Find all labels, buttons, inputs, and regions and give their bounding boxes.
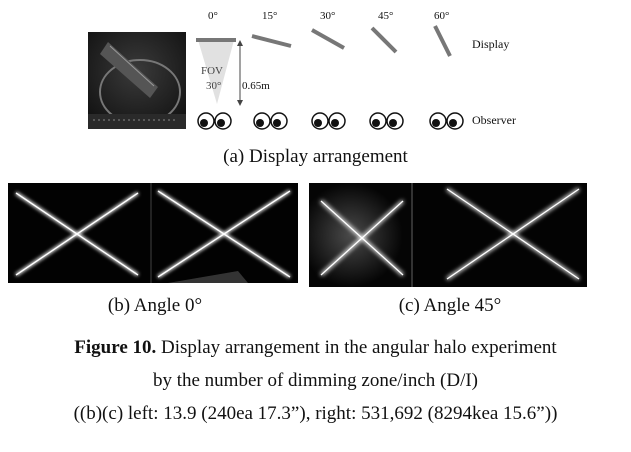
display-45deg: [370, 26, 398, 54]
halo-photo-angle-45: [309, 183, 587, 287]
eye-pair-icon: [197, 112, 232, 130]
subcaption-a: (a) Display arrangement: [223, 146, 408, 167]
fov-angle-label: 30°: [206, 80, 222, 92]
figure-label: Figure 10.: [74, 337, 157, 358]
observer-label: Observer: [472, 113, 516, 127]
display-30deg: [311, 28, 345, 50]
display-60deg: [433, 25, 452, 57]
angle-label-45: 45°: [378, 10, 394, 22]
display-arrangement-diagram: [196, 25, 452, 106]
halo-photo-angle-0: [8, 183, 298, 283]
display-15deg: [251, 34, 292, 48]
eye-pair-icon: [311, 112, 346, 130]
figure-caption-line-2: by the number of dimming zone/inch (D/I): [152, 370, 479, 391]
figure-caption-line-1: Figure 10. Display arrangement in the an…: [0, 337, 631, 359]
subcaption-b: (b) Angle 0°: [107, 295, 203, 316]
figure-caption-text: Display arrangement in the angular halo …: [156, 337, 557, 358]
angle-label-30: 30°: [320, 10, 336, 22]
angle-label-15: 15°: [262, 10, 278, 22]
observer-eyes: [197, 112, 464, 130]
angle-label-0: 0°: [208, 10, 218, 22]
eye-pair-icon: [429, 112, 464, 130]
distance-label: 0.65m: [242, 80, 270, 92]
fov-cone: [198, 40, 234, 104]
figure-caption-line-3: ((b)(c) left: 13.9 (240ea 17.3”), right:…: [73, 403, 558, 424]
eye-pair-icon: [253, 112, 288, 130]
display-label: Display: [472, 37, 510, 51]
display-setup-photo: [88, 32, 186, 129]
subcaption-c: (c) Angle 45°: [398, 295, 502, 316]
angle-label-60: 60°: [434, 10, 450, 22]
display-0deg: [196, 38, 236, 42]
fov-label: FOV: [201, 65, 224, 77]
eye-pair-icon: [369, 112, 404, 130]
